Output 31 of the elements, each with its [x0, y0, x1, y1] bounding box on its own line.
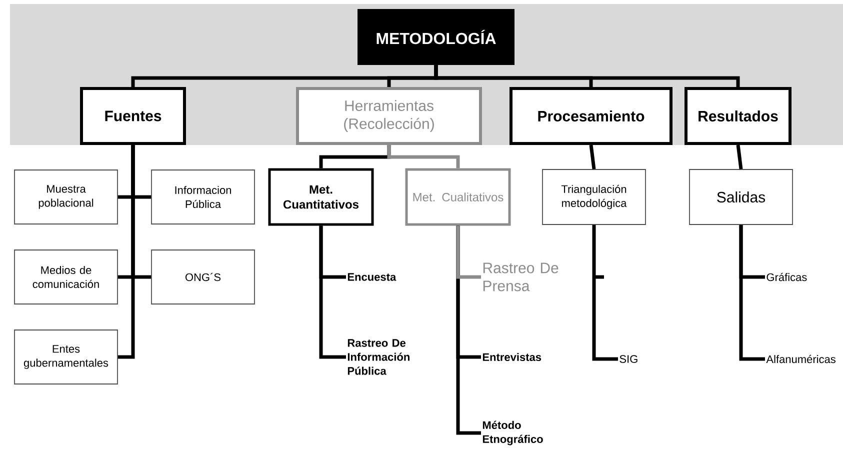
item-label: Método Etnográfico: [482, 420, 543, 446]
connector-line: [592, 224, 618, 361]
connector-line: [118, 145, 135, 359]
connector-line: [434, 65, 740, 87]
category-box: Fuentes: [80, 87, 186, 145]
item-label: Gráficas: [766, 272, 807, 282]
connector-line: [736, 144, 743, 170]
connector-line: [456, 226, 481, 279]
item-box: Informacion Pública: [151, 170, 255, 224]
item-box: Triangulación metodológica: [542, 169, 646, 225]
item-box: ONG´S: [151, 250, 255, 304]
connector-line: [739, 224, 765, 361]
connector-line: [387, 145, 460, 168]
category-box: Resultados: [684, 87, 792, 145]
item-label: Entrevistas: [482, 352, 542, 362]
method-box: Met. Cualitativos: [405, 168, 511, 226]
item-box: Entes gubernamentales: [14, 330, 118, 384]
item-label: Encuesta: [348, 273, 396, 281]
title-box: METODOLOGÍA: [358, 9, 514, 65]
item-box: Medios de comunicación: [14, 250, 118, 304]
category-box: Procesamiento: [510, 87, 672, 145]
item-label: SIG: [620, 355, 638, 363]
connector-line: [589, 144, 596, 170]
item-label: Rastreo De Prensa: [483, 262, 558, 292]
connector-line: [319, 226, 346, 359]
item-label: Rastreo De Información Pública: [348, 339, 410, 375]
item-box: Salidas: [689, 169, 793, 225]
category-box: Herramientas (Recolección): [296, 87, 482, 145]
method-box: Met. Cuantitativos: [268, 168, 374, 226]
item-label: Alfanuméricas: [766, 354, 836, 364]
item-box: Muestra poblacional: [14, 170, 118, 224]
